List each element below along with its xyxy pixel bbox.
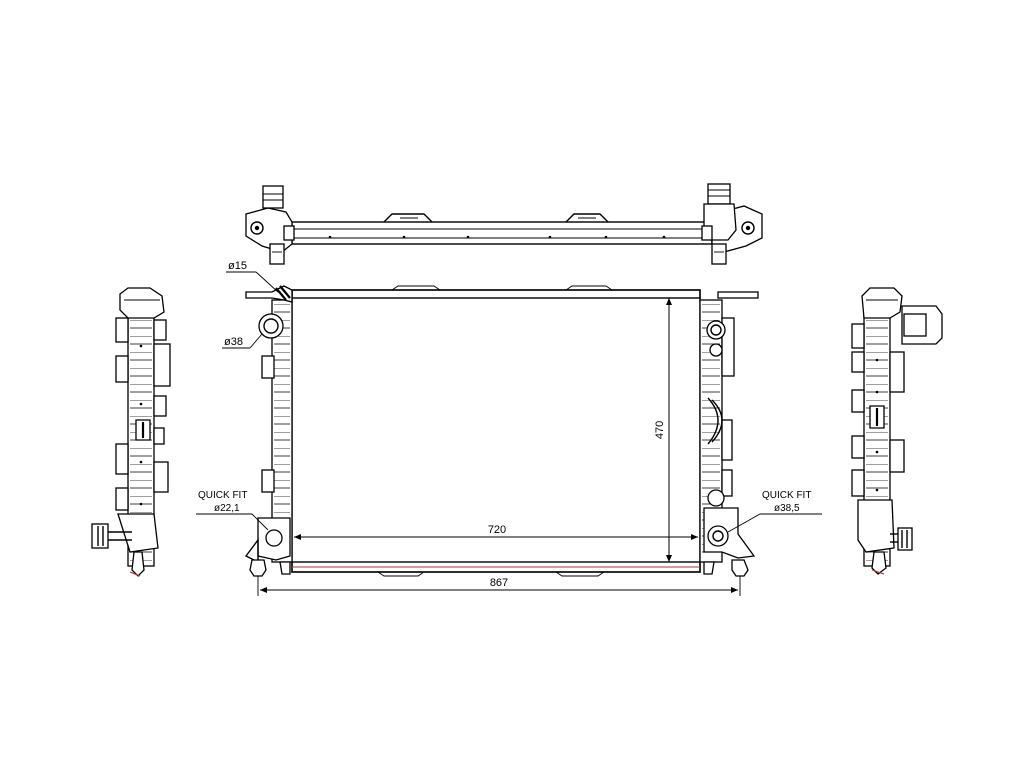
callout-quick-fit-right-diameter: ø38,5 (774, 503, 800, 514)
top-view-tab-right (565, 213, 609, 223)
dimension-core-width: 720 (488, 524, 506, 536)
right-side-view (851, 287, 943, 575)
callout-inlet-diameter: ø15 (228, 260, 247, 272)
right-side-view-cap (861, 287, 903, 319)
top-view-tab-left (383, 213, 433, 223)
callout-quick-fit-left-title: QUICK FIT (198, 490, 247, 501)
callout-quick-fit-right-title: QUICK FIT (762, 490, 811, 501)
dimension-core-height: 470 (654, 421, 666, 439)
dimension-overall-width: 867 (490, 577, 508, 589)
left-side-view (91, 287, 171, 577)
top-view-right-end (701, 183, 763, 265)
outlet-fitting-38 (258, 313, 284, 339)
front-view-right-tank (699, 291, 759, 577)
callout-quick-fit-left-diameter: ø22,1 (214, 503, 240, 514)
top-view-left-end (245, 185, 295, 265)
right-top-pipe (717, 291, 759, 299)
front-view: 720 867 470 ø15 ø38 QUICK FIT ø22,1 QUIC… (196, 260, 822, 596)
callout-outlet-diameter: ø38 (224, 336, 243, 348)
core-top-strip (291, 289, 701, 299)
top-view (245, 183, 763, 265)
top-view-tank-bar (291, 221, 713, 245)
quick-fit-22-1 (265, 529, 283, 547)
quick-fit-38-5 (707, 525, 729, 547)
front-view-left-tank (244, 285, 293, 577)
left-side-view-cap (119, 287, 165, 319)
